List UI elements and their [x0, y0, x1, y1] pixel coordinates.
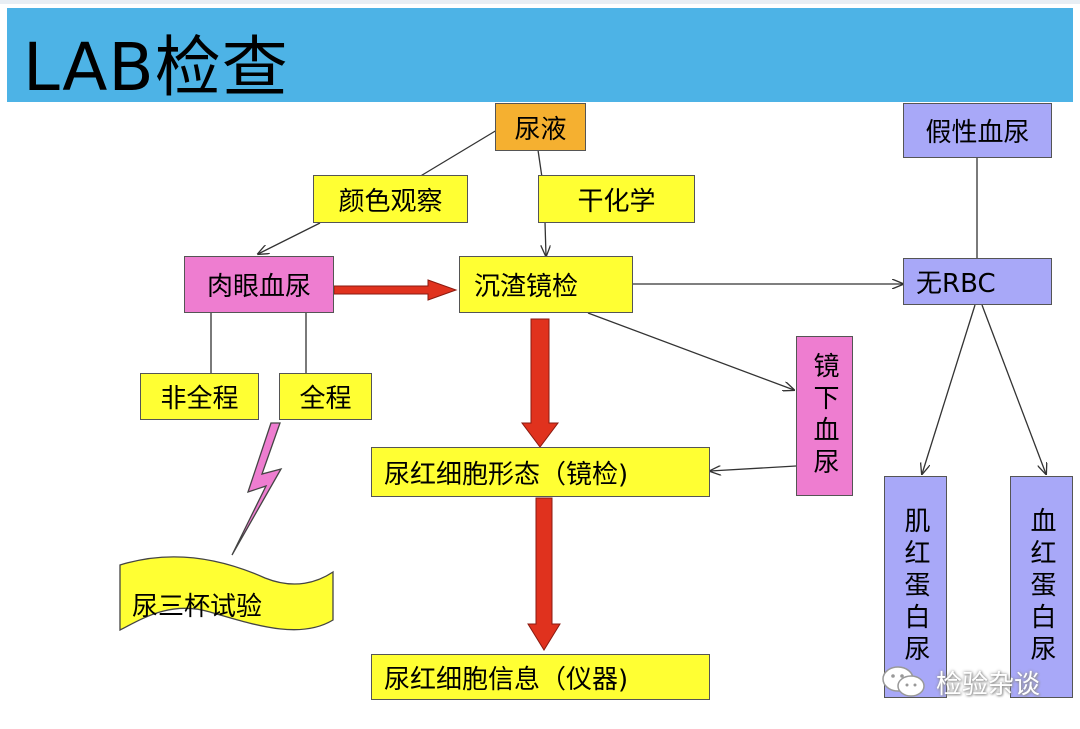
- node-urine: 尿液: [495, 103, 586, 151]
- arrow-norbc-to-myo: [922, 304, 976, 474]
- node-color-observation: 颜色观察: [313, 175, 468, 223]
- title-bar: LAB检查: [7, 8, 1073, 106]
- node-microscopic-hematuria: 镜下血尿: [796, 336, 853, 496]
- page-title: LAB检查: [23, 29, 289, 106]
- node-sediment-microscopy: 沉渣镜检: [459, 256, 633, 313]
- node-gross-hematuria: 肉眼血尿: [184, 256, 334, 313]
- node-no-rbc: 无RBC: [903, 258, 1052, 305]
- node-non-full-course: 非全程: [140, 373, 259, 420]
- top-rule: [0, 0, 1080, 4]
- arrow-micro-to-morph: [710, 465, 797, 471]
- node-full-course: 全程: [279, 373, 372, 420]
- arrow-sediment-to-micro: [587, 312, 794, 390]
- arrow-drychem-to-sediment: [545, 221, 546, 256]
- red-arrow-morph-to-info: [527, 497, 561, 651]
- lightning-bolt: [231, 422, 283, 556]
- node-hemoglobinuria: 血红蛋白尿: [1010, 476, 1073, 698]
- three-cup-test-label: 尿三杯试验: [132, 592, 263, 622]
- watermark-text: 检验杂谈: [936, 669, 1041, 700]
- wechat-icon: [882, 666, 925, 697]
- red-arrow-sediment-to-morph: [521, 318, 559, 448]
- watermark: 检验杂谈: [880, 662, 1040, 702]
- arrow-color-to-gross: [258, 222, 321, 254]
- node-pseudo-hematuria: 假性血尿: [903, 103, 1052, 158]
- node-myoglobinuria: 肌红蛋白尿: [884, 476, 947, 698]
- node-rbc-info: 尿红细胞信息（仪器): [371, 654, 710, 700]
- arrow-norbc-to-hemo: [981, 304, 1046, 474]
- node-rbc-morphology: 尿红细胞形态（镜检): [371, 447, 710, 497]
- node-dry-chemistry: 干化学: [538, 175, 695, 223]
- wavy-banner: [119, 556, 334, 632]
- red-arrow-gross-to-sediment: [333, 279, 458, 301]
